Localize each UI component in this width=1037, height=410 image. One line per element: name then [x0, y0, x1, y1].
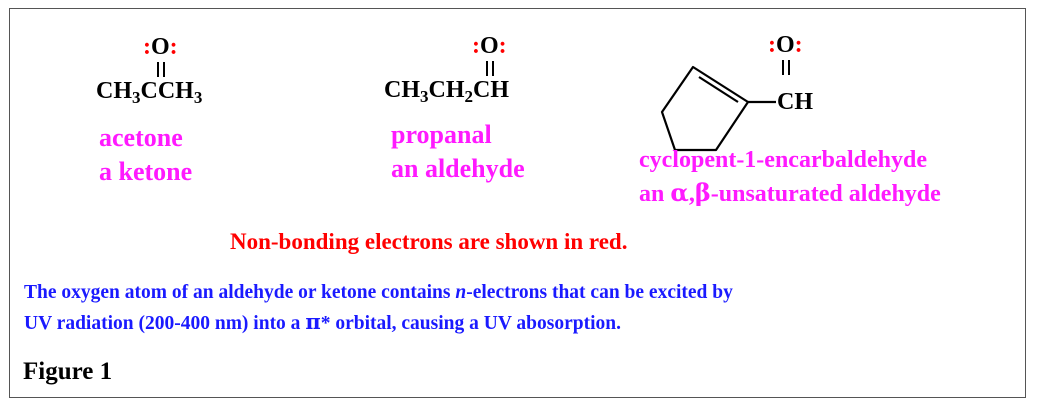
- double-bond: [782, 60, 790, 75]
- beta-symbol: β: [694, 178, 711, 207]
- molecule-name: propanal: [391, 120, 492, 149]
- carbonyl-oxygen: :O:: [768, 32, 803, 58]
- nonbonding-note: Non-bonding electrons are shown in red.: [230, 229, 628, 254]
- description-line-1: The oxygen atom of an aldehyde or ketone…: [24, 282, 733, 303]
- description-line-2: UV radiation (200-400 nm) into a π* orbi…: [24, 308, 621, 334]
- lone-pair-right: :: [794, 32, 803, 58]
- class-prefix: an: [639, 181, 671, 207]
- double-bond: [157, 62, 165, 77]
- molecule-class: a ketone: [99, 157, 193, 186]
- figure-label: Figure 1: [23, 358, 113, 385]
- carbonyl-oxygen: :O:: [143, 34, 178, 60]
- molecule-name: acetone: [99, 123, 183, 152]
- cyclopentene-ring: [660, 65, 776, 152]
- comma: ,: [688, 181, 695, 207]
- molecule-name: cyclopent-1-encarbaldehyde: [639, 147, 927, 173]
- pi-symbol: π: [305, 308, 321, 334]
- molecule-class: an α,β-unsaturated aldehyde: [639, 177, 941, 210]
- lone-pair-right: :: [498, 33, 507, 59]
- molecule-class: an aldehyde: [391, 154, 525, 183]
- lone-pair-right: :: [169, 34, 178, 60]
- class-suffix: -unsaturated aldehyde: [710, 181, 941, 207]
- description-text: The oxygen atom of an aldehyde or ketone…: [24, 279, 733, 337]
- lone-pair-left: :: [472, 33, 480, 59]
- lone-pair-left: :: [768, 32, 776, 58]
- molecule-formula: CH3CH2CH: [384, 77, 509, 106]
- figure-frame: [9, 8, 1026, 398]
- lone-pair-left: :: [143, 34, 151, 60]
- molecule-formula: CH: [777, 89, 813, 115]
- molecule-formula: CH3CCH3: [96, 78, 203, 107]
- alpha-symbol: α: [670, 178, 689, 207]
- double-bond: [486, 61, 494, 76]
- carbonyl-oxygen: :O:: [472, 33, 507, 59]
- n-electron-symbol: n: [455, 282, 467, 303]
